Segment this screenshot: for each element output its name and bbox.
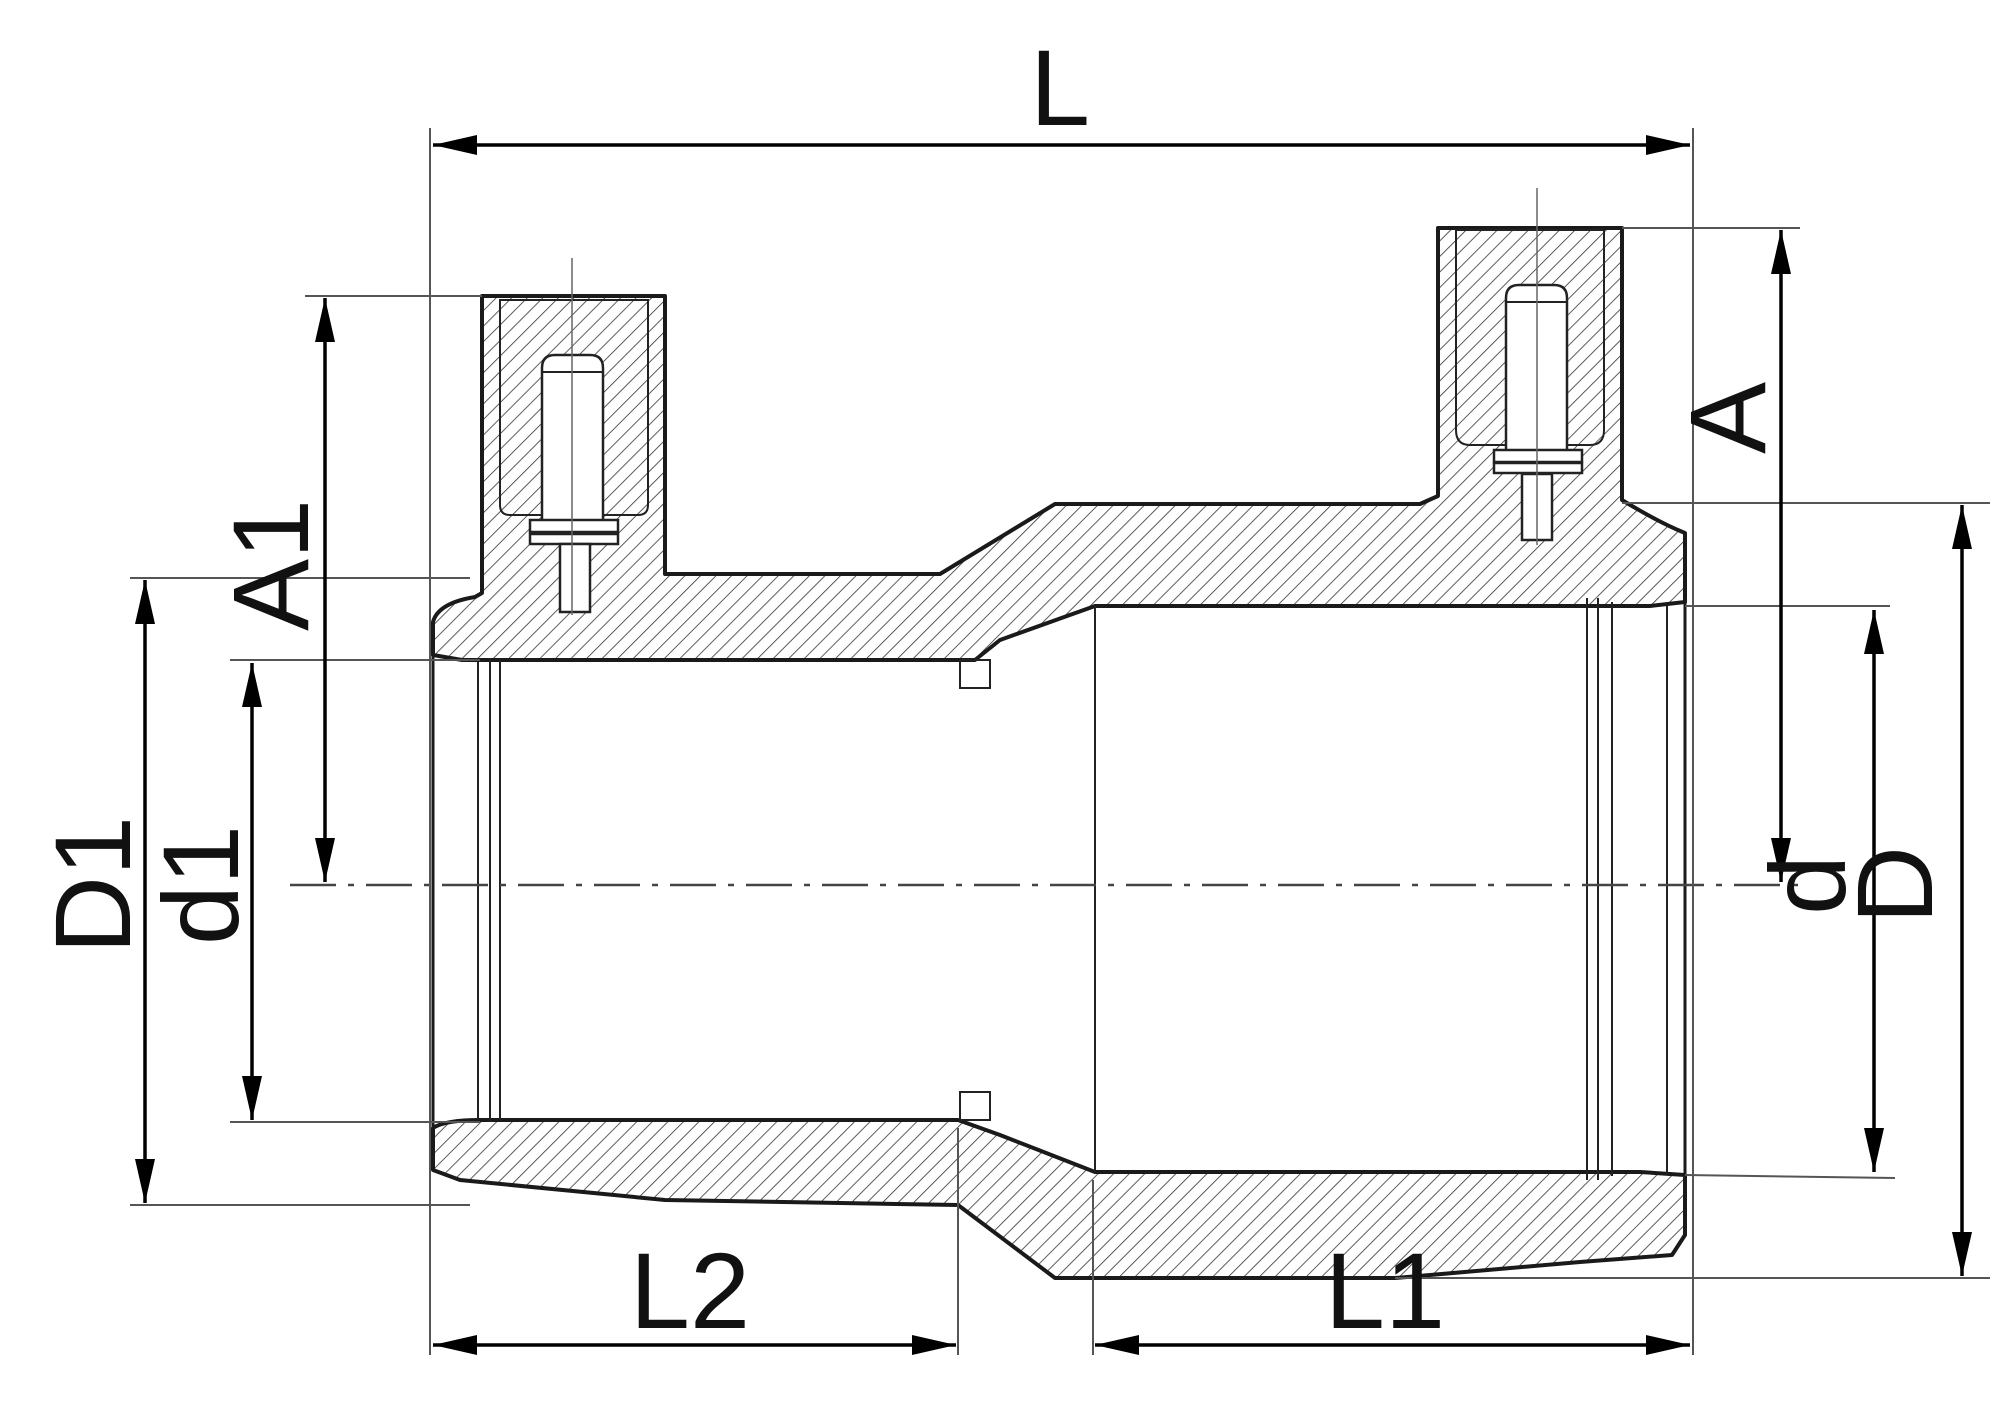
left-terminal-pin bbox=[528, 353, 620, 614]
label-d1: d1 bbox=[140, 825, 261, 945]
label-L1: L1 bbox=[1325, 1230, 1445, 1351]
upper-wall-section bbox=[431, 226, 1687, 662]
label-d: d bbox=[1747, 855, 1868, 915]
bore-lines bbox=[431, 598, 1687, 1180]
label-L2: L2 bbox=[630, 1230, 750, 1351]
lower-wall-section bbox=[431, 1118, 1687, 1280]
label-A: A bbox=[1667, 382, 1788, 454]
left-terminal-socket bbox=[499, 299, 649, 516]
label-L: L bbox=[1030, 27, 1090, 148]
label-D1: D1 bbox=[32, 816, 153, 954]
label-D: D bbox=[1834, 846, 1955, 924]
label-A1: A1 bbox=[210, 499, 331, 631]
extension-lines bbox=[130, 128, 1990, 1355]
right-terminal-socket bbox=[1455, 229, 1605, 446]
